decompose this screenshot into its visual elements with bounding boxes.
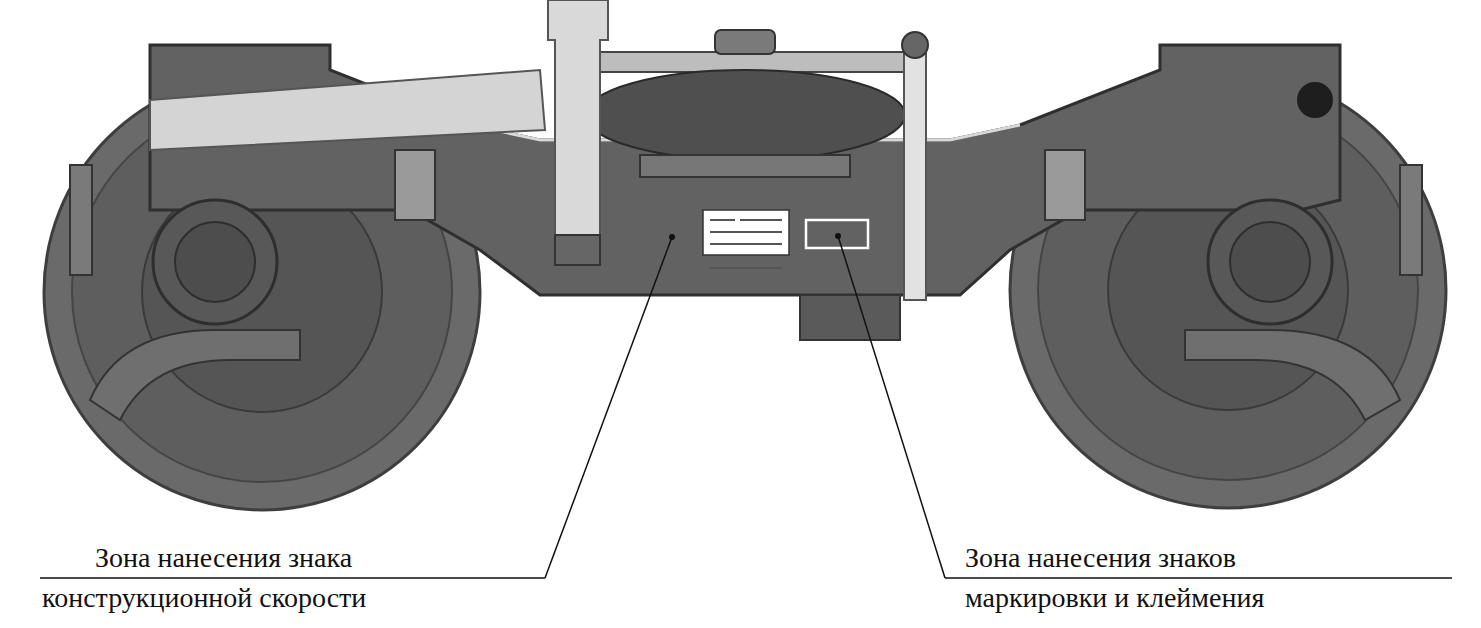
damper-eye — [902, 32, 928, 58]
underline — [40, 577, 545, 579]
junction-box — [1045, 150, 1085, 220]
plate-lines — [710, 220, 782, 268]
axle-box — [153, 200, 1332, 324]
spring — [1400, 165, 1422, 275]
leader-line — [545, 237, 672, 578]
callout-label: маркировки и клеймения — [965, 582, 1264, 614]
axle-guide — [1185, 330, 1400, 420]
air-spring — [585, 70, 905, 160]
spring-base — [640, 155, 850, 177]
leader-line — [838, 236, 945, 578]
callout-label: конструкционной скорости — [42, 582, 366, 614]
bracket-block — [555, 235, 600, 265]
sensor — [1297, 82, 1333, 118]
marking-zone — [806, 220, 868, 248]
nameplate — [703, 210, 789, 255]
underline — [945, 577, 1452, 579]
drive-unit — [800, 295, 900, 340]
callout-label: Зона нанесения знаков — [965, 542, 1236, 574]
junction-box — [395, 150, 435, 220]
air-spring-cap — [715, 30, 775, 54]
spring — [70, 165, 92, 275]
axle-guide — [90, 330, 300, 420]
traction-rod — [150, 70, 545, 150]
damper — [904, 45, 926, 300]
bracket — [548, 0, 608, 250]
bogie-frame — [150, 45, 1340, 295]
callout-label: Зона нанесения знака — [95, 542, 352, 574]
